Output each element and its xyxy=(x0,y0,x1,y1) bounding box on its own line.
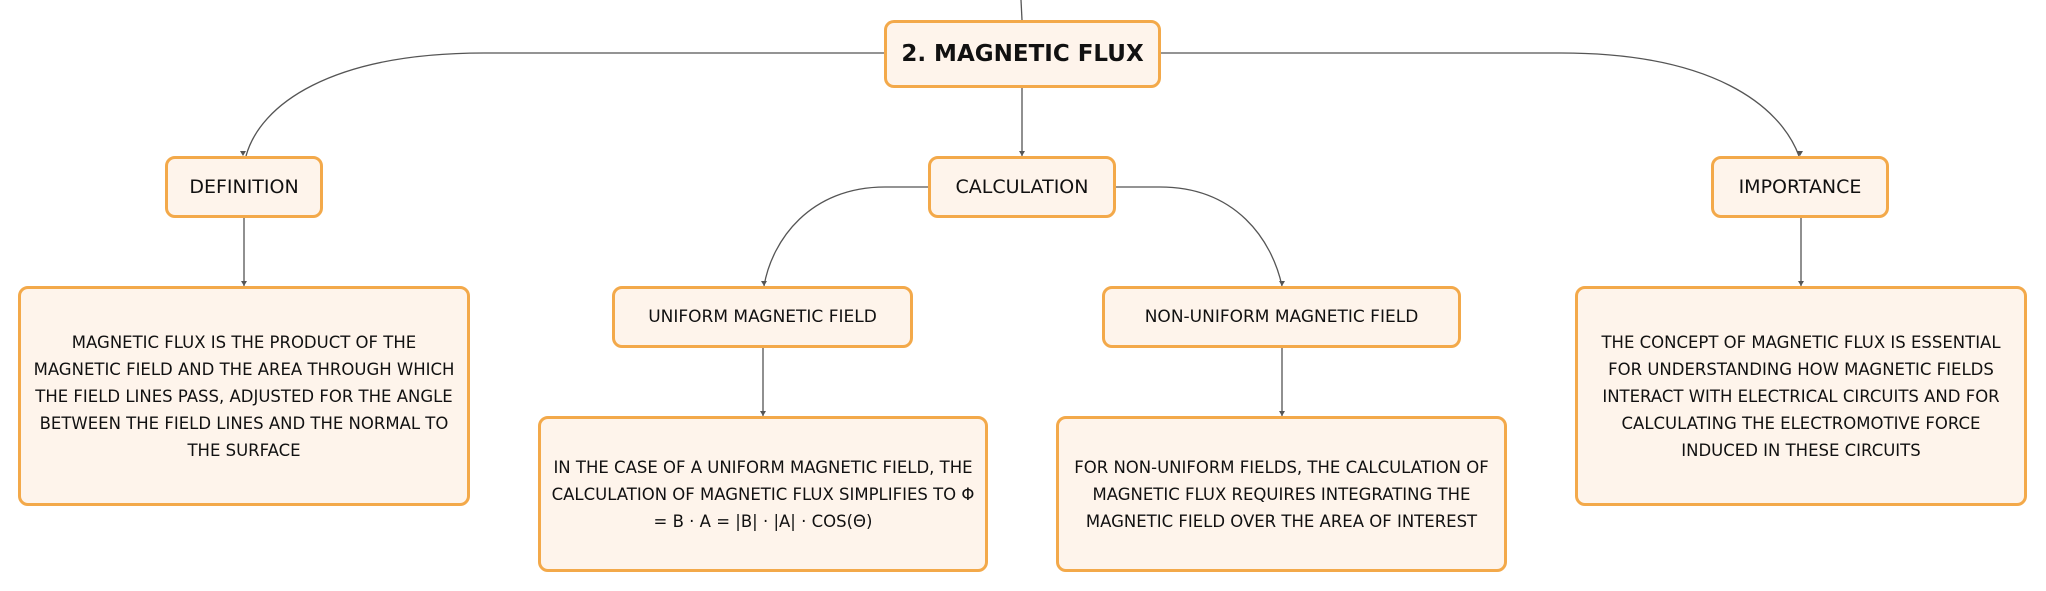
connector-calculation-to-uniform xyxy=(763,186,928,287)
connector-calculation-to-non-uniform xyxy=(1116,186,1283,287)
branch-node-calculation[interactable]: CALCULATION xyxy=(928,156,1116,218)
arrowhead-non-uniform xyxy=(1279,281,1285,286)
importance-description-text: THE CONCEPT OF MAGNETIC FLUX IS ESSENTIA… xyxy=(1601,332,2001,460)
connector-root-to-importance xyxy=(1161,52,1800,157)
connector-parent-to-root xyxy=(1020,0,1023,21)
arrowhead-calculation xyxy=(1019,151,1025,156)
connector-root-to-definition xyxy=(245,52,884,157)
importance-label: IMPORTANCE xyxy=(1738,176,1862,198)
uniform-field-label: UNIFORM MAGNETIC FIELD xyxy=(648,307,877,327)
arrowhead-uniform-desc xyxy=(760,411,766,416)
definition-description-text: MAGNETIC FLUX IS THE PRODUCT OF THE MAGN… xyxy=(33,332,455,460)
arrowhead-importance-desc xyxy=(1798,281,1804,286)
arrowhead-uniform xyxy=(761,281,767,286)
uniform-field-description-node[interactable]: IN THE CASE OF A UNIFORM MAGNETIC FIELD,… xyxy=(538,416,988,572)
root-node-magnetic-flux[interactable]: 2. MAGNETIC FLUX xyxy=(884,20,1161,88)
sub-node-non-uniform-field[interactable]: NON-UNIFORM MAGNETIC FIELD xyxy=(1102,286,1461,348)
calculation-label: CALCULATION xyxy=(955,176,1089,198)
root-node-label: 2. MAGNETIC FLUX xyxy=(901,41,1144,67)
branch-node-definition[interactable]: DEFINITION xyxy=(165,156,323,218)
arrowhead-definition-desc xyxy=(241,281,247,286)
non-uniform-field-description-node[interactable]: FOR NON-UNIFORM FIELDS, THE CALCULATION … xyxy=(1056,416,1507,572)
sub-node-uniform-field[interactable]: UNIFORM MAGNETIC FIELD xyxy=(612,286,913,348)
non-uniform-field-label: NON-UNIFORM MAGNETIC FIELD xyxy=(1144,307,1419,327)
arrowhead-non-uniform-desc xyxy=(1279,411,1285,416)
definition-label: DEFINITION xyxy=(189,176,299,198)
branch-node-importance[interactable]: IMPORTANCE xyxy=(1711,156,1889,218)
uniform-field-description-text: IN THE CASE OF A UNIFORM MAGNETIC FIELD,… xyxy=(551,457,975,531)
importance-description-node[interactable]: THE CONCEPT OF MAGNETIC FLUX IS ESSENTIA… xyxy=(1575,286,2027,506)
arrowhead-definition xyxy=(240,151,246,156)
non-uniform-field-description-text: FOR NON-UNIFORM FIELDS, THE CALCULATION … xyxy=(1074,457,1489,531)
definition-description-node[interactable]: MAGNETIC FLUX IS THE PRODUCT OF THE MAGN… xyxy=(18,286,470,506)
arrowhead-importance xyxy=(1797,151,1803,156)
